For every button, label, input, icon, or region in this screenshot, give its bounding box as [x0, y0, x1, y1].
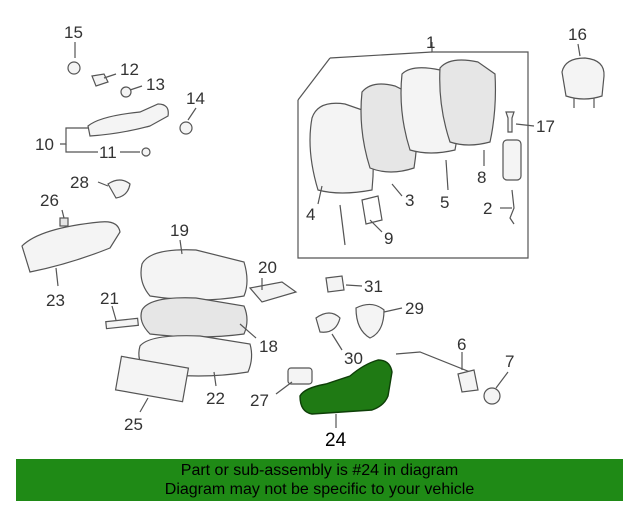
leader-lines	[55, 42, 581, 428]
knob-30	[315, 312, 341, 333]
callout-14: 14	[186, 89, 205, 108]
screw-11	[141, 147, 151, 157]
callout-4: 4	[306, 205, 315, 224]
callout-24: 24	[325, 430, 347, 451]
bracket-20	[248, 281, 298, 303]
lever-31	[325, 275, 345, 293]
callout-3: 3	[405, 191, 414, 210]
callout-25: 25	[124, 415, 143, 434]
callout-21: 21	[100, 289, 119, 308]
headrest	[561, 57, 605, 108]
callout-12: 12	[120, 60, 139, 79]
bracket-28	[107, 179, 131, 199]
callout-8: 8	[477, 168, 486, 187]
highlighted-part-24	[299, 359, 393, 415]
gear-7	[483, 387, 501, 405]
callout-11: 11	[99, 143, 117, 162]
banner-line-1: Part or sub-assembly is #24 in diagram	[180, 462, 459, 479]
callout-5: 5	[440, 193, 449, 212]
clip-26	[59, 217, 69, 227]
banner-line-2: Diagram may not be specific to your vehi…	[164, 481, 475, 498]
cap-13	[120, 86, 132, 98]
guide-pin	[505, 111, 515, 133]
callout-20: 20	[258, 258, 277, 277]
callout-31: 31	[364, 277, 383, 296]
callout-6: 6	[457, 335, 466, 354]
trim-25	[114, 355, 190, 403]
clip-12	[91, 73, 109, 87]
callout-19: 19	[170, 221, 189, 240]
callout-17: 17	[536, 117, 555, 136]
trim-panel	[502, 139, 522, 181]
callout-18: 18	[259, 337, 278, 356]
callout-1: 1	[426, 33, 435, 52]
callout-26: 26	[40, 191, 59, 210]
callout-7: 7	[505, 352, 514, 371]
handle-10	[87, 103, 169, 137]
switch-27	[287, 367, 313, 385]
cable	[509, 189, 515, 225]
knob-14	[179, 121, 193, 135]
callout-9: 9	[384, 229, 393, 248]
side-shield	[21, 221, 121, 273]
callout-22: 22	[206, 389, 225, 408]
callout-2: 2	[483, 199, 492, 218]
callout-labels: 1 2 3 4 5 6 7 8 9 10 11 12 13 14 15 16 1…	[35, 23, 587, 451]
callout-15: 15	[64, 23, 83, 42]
seatback-assembly-group	[297, 42, 529, 259]
callout-13: 13	[146, 75, 165, 94]
callout-27: 27	[250, 391, 269, 410]
seat-cover	[140, 249, 248, 301]
callout-23: 23	[46, 291, 65, 310]
info-banner: Part or sub-assembly is #24 in diagram D…	[16, 459, 623, 501]
strip-21	[105, 317, 139, 330]
callout-16: 16	[568, 25, 587, 44]
callout-30: 30	[344, 349, 363, 368]
seat-pad	[140, 297, 248, 338]
motor-6	[457, 369, 479, 393]
callout-28: 28	[70, 173, 89, 192]
bracket-29	[355, 303, 385, 339]
cap-15	[67, 61, 81, 75]
callout-29: 29	[405, 299, 424, 318]
callout-10: 10	[35, 135, 54, 154]
